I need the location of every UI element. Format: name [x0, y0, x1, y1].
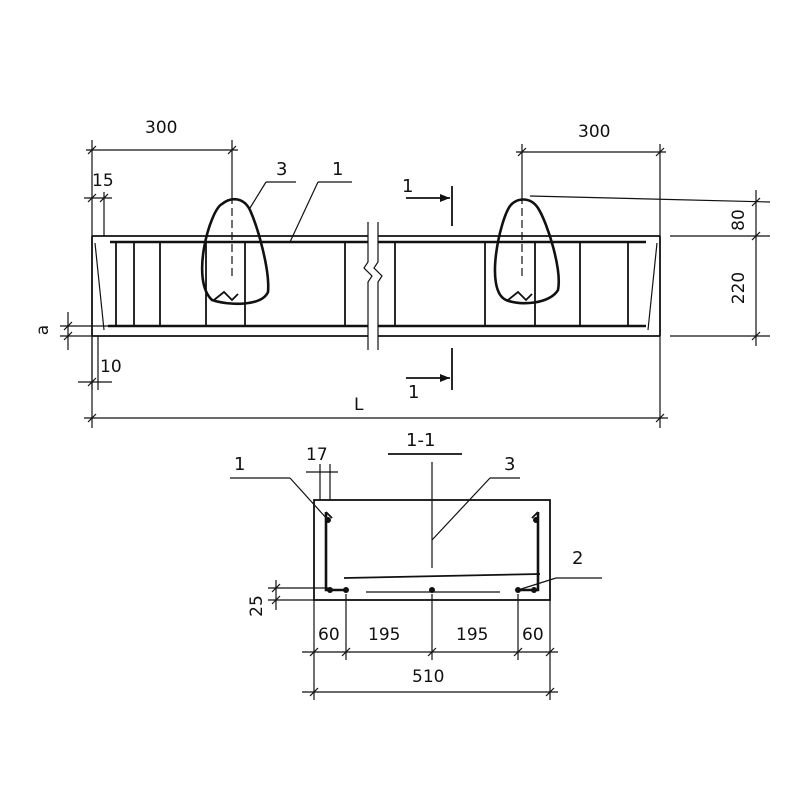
dim-label: 60	[522, 625, 544, 645]
dim-total-width: 510	[302, 667, 558, 697]
dim-bottom-cover: 25	[247, 580, 330, 617]
callout-label: 3	[504, 454, 515, 475]
stirrups	[115, 242, 629, 326]
lifting-loop-right	[493, 196, 560, 305]
dim-label: 220	[729, 272, 749, 304]
section-mark-label: 1	[408, 382, 419, 403]
dim-anchor-offset-left: 300	[86, 118, 238, 236]
dim-heights: 80 220	[529, 190, 771, 346]
dim-label: 300	[578, 122, 610, 142]
callout-loop: 3	[249, 159, 296, 209]
section-mark-top: 1	[402, 176, 453, 226]
callout-section-loop: 3	[431, 454, 520, 541]
section-mark-bottom: 1	[406, 348, 453, 403]
callout-bottom-bar: 2	[517, 548, 602, 591]
bar-dot	[531, 587, 537, 593]
bottom-bar	[343, 573, 541, 579]
callout-label: 3	[276, 159, 287, 180]
callout-longitudinal-bar: 1	[289, 159, 352, 243]
cross-section: 1-1 1 3	[230, 430, 602, 700]
dim-label: L	[354, 395, 364, 415]
callout-label: 1	[332, 159, 343, 180]
dim-end-cover-bottom: 10	[78, 336, 122, 390]
dim-label: 195	[456, 625, 488, 645]
side-bar-right	[518, 512, 540, 592]
dim-label: a	[33, 325, 53, 335]
dim-cover-a: a	[33, 312, 110, 350]
bar-dot	[429, 587, 435, 593]
break-line	[363, 222, 383, 350]
dim-label: 25	[247, 595, 267, 617]
callout-label: 1	[234, 454, 245, 475]
callout-label: 2	[572, 548, 583, 569]
dim-bar-spacing: 17	[306, 445, 338, 500]
dim-end-cover-top: 15	[84, 171, 114, 236]
dim-length: L	[84, 336, 668, 428]
beam-outline	[91, 235, 661, 337]
dim-label: 510	[412, 667, 444, 687]
side-bar-left	[324, 512, 346, 592]
bar-dot	[533, 517, 539, 523]
dim-label: 300	[145, 118, 177, 138]
dim-anchor-offset-right: 300	[516, 122, 666, 236]
bar-dot	[343, 587, 349, 593]
dim-label: 80	[729, 209, 749, 231]
section-title: 1-1	[406, 430, 435, 451]
callout-side-bar: 1	[230, 454, 329, 521]
beam-elevation: 300 300 15 10	[33, 118, 771, 428]
section-mark-label: 1	[402, 176, 413, 197]
dim-label: 195	[368, 625, 400, 645]
lifting-loop-left	[200, 196, 270, 306]
dim-label: 60	[318, 625, 340, 645]
dim-label: 17	[306, 445, 328, 465]
dim-label: 15	[92, 171, 114, 191]
longitudinal-bars	[108, 240, 646, 328]
dim-label: 10	[100, 357, 122, 377]
dim-chain: 60 195 195 60	[302, 594, 558, 700]
